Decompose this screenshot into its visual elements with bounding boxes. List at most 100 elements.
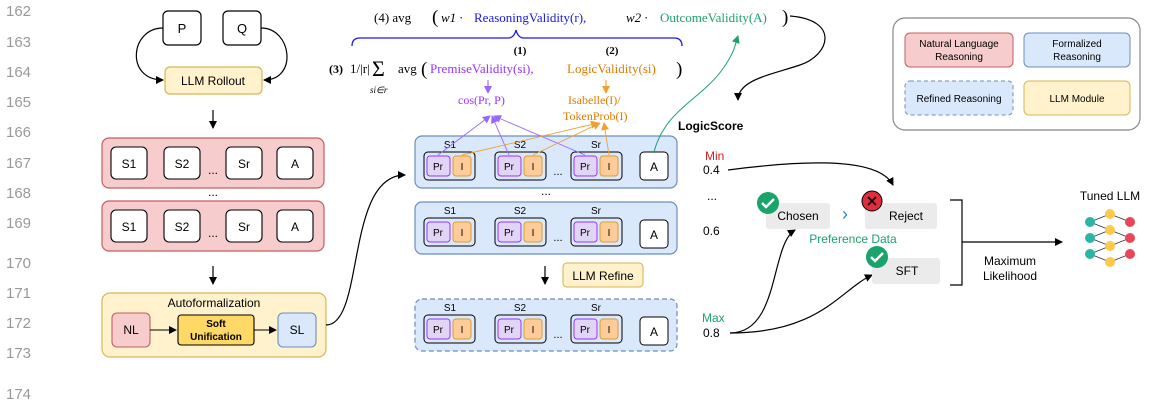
sft-label: SFT [896, 264, 919, 278]
ellipsis: ... [208, 185, 218, 199]
rollout-section: P Q LLM Rollout [135, 10, 288, 129]
step-label: S2 [514, 206, 527, 217]
p-label: P [178, 21, 187, 36]
logic-validity: LogicValidity(si) [567, 61, 656, 76]
formula-paren: ( [421, 59, 427, 80]
line-number: 166 [6, 124, 31, 141]
legend-module-label: LLM Module [1049, 94, 1104, 105]
reasoning-validity: ReasoningValidity(r), [474, 10, 586, 25]
premise-box [497, 221, 522, 243]
premise-box [497, 155, 522, 177]
logic-box [599, 155, 619, 177]
logic-box [599, 221, 619, 243]
llm-rollout-box [164, 66, 263, 95]
legend-formal-swatch [1023, 32, 1131, 68]
step-group [423, 217, 476, 247]
step-group [423, 314, 476, 344]
step-label: S1 [444, 303, 457, 314]
step-group [570, 151, 623, 181]
step-box [163, 146, 201, 180]
legend-module-swatch [1023, 80, 1131, 116]
max-likelihood-label: Likelihood [983, 269, 1037, 283]
ellipsis: ... [553, 329, 562, 341]
logic-box [523, 155, 543, 177]
step-box [163, 209, 201, 243]
cos-similarity: cos(Pr, P) [458, 93, 505, 107]
ellipsis: ... [553, 166, 562, 178]
line-number: 162 [6, 3, 31, 20]
scores: Min 0.4 ... 0.6 Max 0.8 [702, 149, 725, 340]
step-label: S2 [175, 220, 190, 234]
step-group [494, 314, 547, 344]
line-number: 169 [6, 215, 31, 232]
refined-chain: S1 Pr I S2 Pr I ... Sr Pr I A [414, 298, 678, 352]
mid-score: 0.6 [703, 224, 720, 238]
step-box [225, 146, 263, 180]
formula-fraction: 1/|r| [350, 61, 370, 76]
chosen-label: Chosen [777, 209, 818, 223]
logic-arrow [461, 120, 599, 156]
logic-box [599, 318, 619, 340]
reject-x-icon-cross [867, 196, 877, 206]
legend-nl-swatch [904, 32, 1014, 68]
premise-label: Pr [433, 162, 444, 173]
formula-sum-subscript: si∈r [370, 85, 388, 95]
line-number: 164 [6, 64, 31, 81]
logic-arrow [532, 122, 601, 156]
logic-label: I [608, 228, 611, 239]
answer-box [276, 209, 314, 243]
step-group [570, 314, 623, 344]
formula-avg: avg [398, 61, 417, 76]
premise-label: Pr [580, 325, 591, 336]
nl-label: NL [123, 323, 139, 337]
line-number: 170 [6, 255, 31, 272]
step-label: Sr [591, 140, 602, 151]
nl-chain-2: S1 S2 ... Sr A [101, 200, 325, 252]
answer-label: A [650, 325, 658, 339]
ellipsis: ... [541, 184, 551, 198]
logic-label: I [461, 228, 464, 239]
premise-validity: PremiseValidity(si), [430, 61, 534, 76]
formula-paren: ( [432, 7, 438, 28]
autoformalization-to-formal-chains-arrow [325, 171, 406, 326]
premise-arrow [493, 115, 586, 156]
step-group [494, 151, 547, 181]
sl-box [277, 312, 317, 348]
max-likelihood-label: Maximum [984, 254, 1036, 268]
premise-box [573, 318, 598, 340]
answer-box [276, 146, 314, 180]
autoformalization-section: Autoformalization NL Soft Unification SL [101, 292, 327, 358]
outcome-validity: OutcomeValidity(A) [660, 10, 767, 25]
token-prob: TokenProb(I) [563, 109, 627, 123]
step-box [110, 146, 148, 180]
premise-box [573, 155, 598, 177]
chosen-box [766, 203, 830, 229]
step-box [110, 209, 148, 243]
legend-refined-label: Refined Reasoning [916, 94, 1001, 105]
q-to-rollout-loop [260, 27, 288, 84]
legend-refined-swatch [904, 80, 1014, 116]
answer-box [639, 316, 669, 346]
isabelle-check: Isabelle(I)/ [568, 93, 621, 107]
neural-network-icon [1085, 209, 1135, 267]
logic-box [452, 221, 472, 243]
logic-label: I [532, 325, 535, 336]
p-to-rollout-loop [135, 27, 164, 84]
premise-arrow [437, 115, 491, 156]
premise-arrow [491, 115, 510, 156]
step-label: Sr [238, 157, 250, 171]
formula-w1: w1 · [441, 10, 463, 25]
step-label: S2 [514, 303, 527, 314]
line-number: 168 [6, 185, 31, 202]
ellipsis: ... [208, 163, 218, 177]
checkmark-icon [757, 192, 779, 214]
step-label: S2 [514, 140, 527, 151]
answer-label: A [291, 220, 299, 234]
checkmark-icon-tick [870, 252, 884, 263]
line-number: 163 [6, 34, 31, 51]
validity-arrows [437, 35, 740, 156]
step-group [570, 217, 623, 247]
soft-unification-label: Unification [190, 332, 242, 343]
reject-box [865, 203, 937, 229]
